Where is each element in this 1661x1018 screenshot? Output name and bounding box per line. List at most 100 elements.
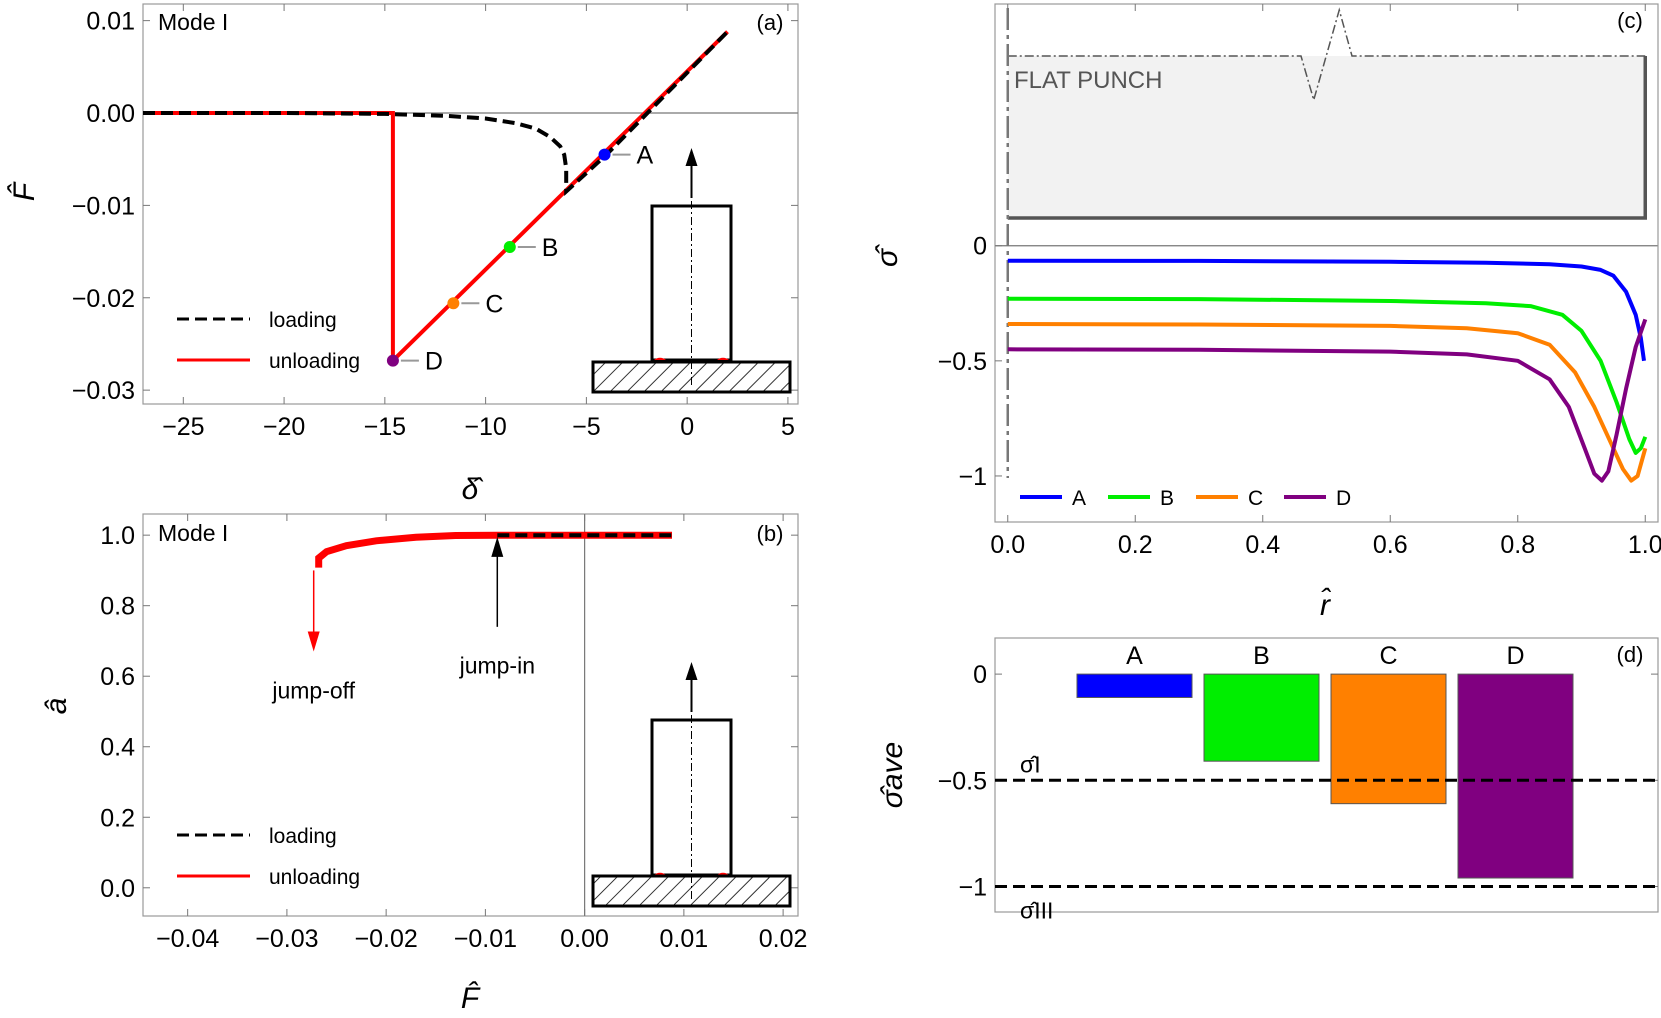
y-tick-label: 0 [973, 661, 987, 689]
punch-label: FLAT PUNCH [1014, 67, 1162, 94]
legend-label: loading [269, 309, 337, 332]
series-A [1007, 258, 1646, 362]
punch-fill [1007, 56, 1646, 218]
x-tick-label: 0.0 [990, 531, 1025, 559]
panel-label: (b) [757, 521, 784, 546]
annotation-arrowhead [491, 536, 504, 557]
y-tick-label: −0.5 [938, 767, 987, 795]
x-tick-label: 0.6 [1373, 531, 1408, 559]
series-unloading [315, 531, 672, 568]
bar-B [1203, 673, 1320, 762]
marker-point [503, 240, 516, 253]
x-axis-label: δ̂ [462, 473, 484, 506]
plot-frame [994, 637, 1659, 913]
legend-label: B [1160, 487, 1174, 510]
panel-label: (c) [1617, 8, 1643, 33]
marker-label: C [485, 290, 503, 318]
marker-point [386, 354, 399, 367]
y-tick-label: 0.00 [86, 100, 135, 128]
y-tick-label: 0.8 [100, 593, 135, 621]
y-tick-label: −0.01 [72, 192, 135, 220]
bar-category-label: B [1253, 642, 1270, 670]
x-tick-label: −0.03 [255, 925, 318, 953]
pull-arrow-head [685, 148, 698, 166]
edge-region [654, 872, 666, 875]
edge-region [654, 357, 666, 360]
x-tick-label: 0.8 [1500, 531, 1535, 559]
reference-line-label: σ̂I [1020, 751, 1041, 777]
plot-frame [994, 3, 1659, 523]
legend-label: D [1336, 487, 1351, 510]
legend-label: A [1072, 487, 1086, 510]
panel-a: −25 −20 −15 −10 −5 0 5 0.01 0.00 −0.01 −0.02 −0.03 δ… [8, 3, 799, 506]
x-tick-label: −5 [572, 413, 601, 441]
panel-label: (a) [757, 10, 784, 35]
x-tick-label: −15 [364, 413, 406, 441]
x-tick-label: 0.02 [759, 925, 808, 953]
y-tick-label: 1.0 [100, 522, 135, 550]
marker-label: B [542, 234, 559, 262]
y-tick-label: 0.4 [100, 734, 135, 762]
legend-label: C [1248, 487, 1263, 510]
series-C [1007, 322, 1648, 483]
x-tick-label: 0.2 [1118, 531, 1153, 559]
plot-frame [142, 3, 799, 405]
marker-label: D [425, 348, 443, 376]
bar-D [1457, 673, 1574, 879]
x-axis-label: F̂ [461, 982, 481, 1015]
series-unloading [143, 30, 729, 366]
y-tick-label: −0.5 [938, 348, 987, 376]
x-tick-label: 1.0 [1628, 531, 1661, 559]
series-D [1007, 318, 1648, 483]
y-tick-label: −0.03 [72, 377, 135, 405]
y-axis-label: σ̂ [871, 244, 904, 267]
substrate [591, 874, 792, 908]
legend-label: loading [269, 825, 337, 848]
y-axis-label: â [40, 698, 73, 715]
y-tick-label: 0 [973, 233, 987, 261]
bar-category-label: C [1379, 642, 1397, 670]
panel-b: −0.04 −0.03 −0.02 −0.01 0.00 0.01 0.02 0.0 0.2 0.… [40, 513, 808, 1015]
annotation-label: jump-in [459, 653, 535, 679]
y-tick-label: −0.02 [72, 285, 135, 313]
bar-category-label: D [1506, 642, 1524, 670]
pull-arrow-head [685, 662, 698, 680]
x-tick-label: −0.02 [355, 925, 418, 953]
x-tick-label: 0.00 [560, 925, 609, 953]
punch-outline [1007, 56, 1647, 220]
x-tick-label: 0.4 [1245, 531, 1280, 559]
x-tick-label: 0.01 [660, 925, 709, 953]
marker-point [598, 148, 611, 161]
x-tick-label: −0.04 [156, 925, 219, 953]
punch-top-break [1007, 7, 1646, 103]
substrate [591, 360, 792, 394]
series-loading [143, 30, 729, 197]
x-tick-label: −0.01 [454, 925, 517, 953]
y-tick-label: 0.01 [86, 8, 135, 36]
y-tick-label: 0.0 [100, 875, 135, 903]
edge-region [717, 357, 729, 360]
y-tick-label: −1 [958, 874, 987, 902]
edge-region [717, 872, 729, 875]
y-tick-label: 0.2 [100, 804, 135, 832]
x-axis-label: r̂ [1320, 588, 1331, 622]
y-axis-label: F̂ [8, 181, 41, 201]
x-tick-label: −20 [263, 413, 305, 441]
legend-label: unloading [269, 350, 360, 373]
x-tick-label: −10 [464, 413, 506, 441]
x-tick-label: 0 [680, 413, 694, 441]
y-axis-label: σ̂ave [876, 742, 909, 808]
series-B [1007, 296, 1648, 455]
plot-frame [142, 513, 799, 917]
x-tick-label: 5 [781, 413, 795, 441]
legend-label: unloading [269, 866, 360, 889]
x-tick-label: −25 [162, 413, 204, 441]
y-tick-label: 0.6 [100, 663, 135, 691]
mode-label: Mode I [158, 520, 228, 546]
reference-line-label: σ̂III [1020, 898, 1053, 924]
annotation-arrowhead [307, 631, 320, 652]
annotation-label: jump-off [271, 677, 355, 703]
